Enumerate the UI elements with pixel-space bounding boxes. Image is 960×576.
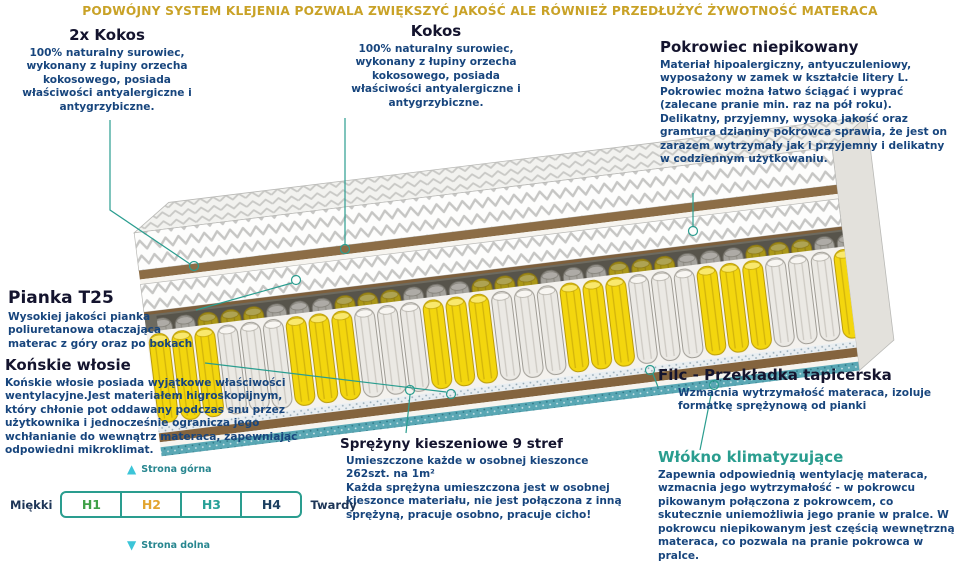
hardness-level-h1: H1	[81, 497, 102, 512]
callout-wlokno-title: Włókno klimatyzujące	[658, 448, 844, 466]
callout-filc-title: Filc - Przekładka tapicerska	[658, 366, 892, 384]
callout-sprezyny-body2: Każda sprężyna umieszczona jest w osobne…	[346, 481, 622, 521]
marker-pokrowiec	[687, 225, 699, 237]
marker-sprezyny	[404, 384, 416, 396]
line-2x-kokos	[109, 120, 191, 265]
hardness-scale: Miękki H1 H2 H3 H4 Twardy	[10, 491, 357, 518]
marker-2x-kokos	[188, 260, 200, 272]
callout-filc: Filc - Przekładka tapicerska Wzmacnia wy…	[658, 366, 958, 414]
callout-pianka: Pianka T25 Wysokiej jakości pianka poliu…	[8, 288, 198, 351]
layer-coconut-top	[138, 184, 838, 280]
callout-wlokno-body: Zapewnia odpowiednią wentylację materaca…	[658, 469, 955, 562]
marker-filc	[644, 364, 656, 376]
callout-pokrowiec-title: Pokrowiec niepikowany	[660, 38, 859, 56]
callout-kokos-body: 100% naturalny surowiec, wykonany z łupi…	[351, 43, 521, 109]
line-pianka	[195, 282, 293, 311]
bottom-side-note: ▼ Strona dolna	[127, 539, 210, 551]
hardness-level-h4: H4	[240, 493, 300, 516]
marker-wlosie	[445, 388, 457, 400]
callout-pianka-title: Pianka T25	[8, 288, 114, 308]
callout-kokos-title: Kokos	[410, 22, 462, 40]
soft-label: Miękki	[10, 497, 53, 512]
callout-2x-kokos-title: 2x Kokos	[69, 26, 145, 44]
hardness-level-h2: H2	[120, 493, 180, 516]
marker-pianka	[290, 274, 302, 286]
callout-2x-kokos-body: 100% naturalny surowiec, wykonany z łupi…	[22, 47, 192, 113]
callout-pokrowiec: Pokrowiec niepikowany Materiał hipoalerg…	[660, 38, 952, 167]
hard-label: Twardy	[310, 497, 357, 512]
callout-pianka-body: Wysokiej jakości pianka poliuretanowa ot…	[8, 311, 193, 350]
callout-pokrowiec-body: Materiał hipoalergiczny, antyuczuleniowy…	[660, 59, 948, 166]
bottom-side-label: Strona dolna	[141, 539, 211, 551]
line-sprezyny	[405, 394, 411, 434]
callout-sprezyny-title: Sprężyny kieszeniowe 9 stref	[340, 436, 563, 452]
callout-wlokno: Włókno klimatyzujące Zapewnia odpowiedni…	[658, 448, 956, 563]
callout-konskie-wlosie: Końskie włosie Końskie włosie posiada wy…	[5, 356, 299, 458]
callout-kokos: Kokos 100% naturalny surowiec, wykonany …	[337, 22, 535, 110]
arrow-down-icon: ▼	[127, 538, 137, 552]
callout-sprezyny-body1: Umieszczone każde w osobnej kieszonce 26…	[346, 455, 589, 481]
layer-coconut-second	[143, 226, 843, 318]
callout-2x-kokos: 2x Kokos 100% naturalny surowiec, wykona…	[8, 26, 206, 114]
marker-kokos	[339, 243, 351, 255]
layer-foam-zigzag-second	[140, 198, 843, 313]
top-side-label: Strona górna	[141, 463, 212, 475]
callout-konskie-wlosie-body: Końskie włosie posiada wyjątkowe właściw…	[5, 377, 298, 457]
top-side-note: ▲ Strona górna	[127, 463, 212, 475]
hardness-levels: H1 H2 H3 H4	[60, 491, 303, 518]
hardness-level-h3: H3	[180, 493, 240, 516]
headline: PODWÓJNY SYSTEM KLEJENIA POZWALA ZWIĘKSZ…	[82, 4, 878, 18]
arrow-up-icon: ▲	[127, 462, 137, 476]
callout-filc-body: Wzmacnia wytrzymałość materaca, izoluje …	[678, 387, 932, 413]
callout-konskie-wlosie-title: Końskie włosie	[5, 356, 131, 374]
spring-gap-shadow	[144, 229, 845, 336]
callout-sprezyny: Sprężyny kieszeniowe 9 stref Umieszczone…	[340, 436, 630, 522]
layer-felt-top	[139, 193, 839, 285]
